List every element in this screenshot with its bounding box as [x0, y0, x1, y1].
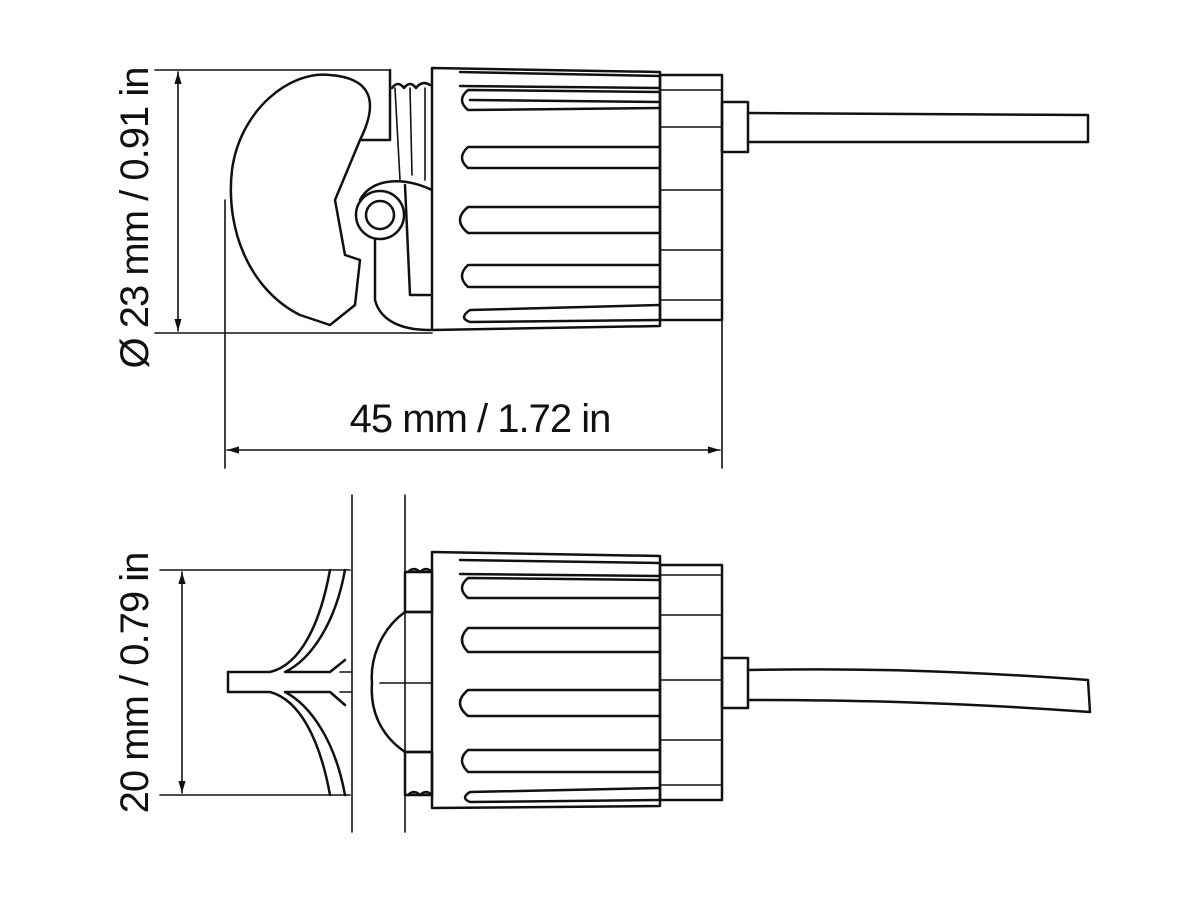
diameter-dimension: Ø 23 mm / 0.91 in	[113, 68, 433, 369]
knurled-nut-side	[430, 550, 662, 810]
width-dimension: 20 mm / 0.79 in	[113, 553, 351, 814]
rear-housing	[658, 73, 750, 322]
knurled-nut	[430, 66, 662, 332]
length-dimension: 45 mm / 1.72 in	[224, 319, 723, 469]
dome-cap	[370, 567, 434, 797]
cable	[746, 111, 1090, 144]
thread	[390, 81, 432, 181]
diameter-label: Ø 23 mm / 0.91 in	[113, 68, 157, 369]
length-label: 45 mm / 1.72 in	[350, 397, 611, 441]
cable-side	[746, 668, 1092, 714]
rear-housing-side	[658, 563, 750, 802]
top-view: Ø 23 mm / 0.91 in	[113, 66, 1090, 469]
side-view: 20 mm / 0.79 in	[113, 494, 1092, 833]
clamp-body	[224, 68, 434, 334]
width-label: 20 mm / 0.79 in	[113, 553, 157, 814]
clamp-jaw	[226, 568, 353, 797]
